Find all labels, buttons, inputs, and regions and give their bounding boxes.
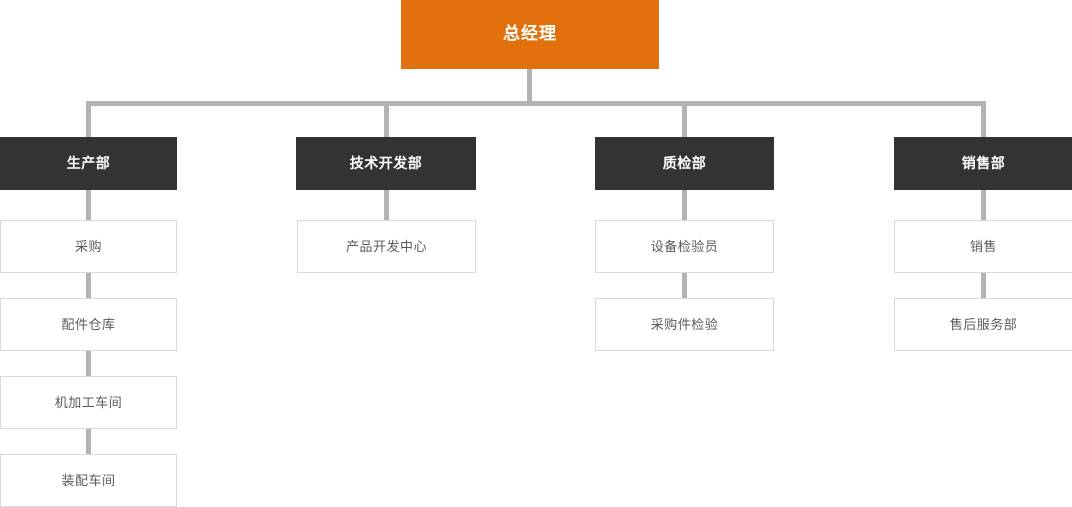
node-root-general-manager[interactable]: 总经理 — [401, 0, 659, 69]
connector-col3-seg-2 — [682, 272, 687, 300]
node-unit-label: 采购件检验 — [650, 316, 719, 332]
node-unit-product-development-center[interactable]: 产品开发中心 — [297, 220, 476, 273]
connector-drop-dept-4 — [981, 101, 986, 137]
connector-col4-seg-2 — [981, 272, 986, 300]
connector-drop-dept-3 — [682, 101, 687, 137]
connector-col2-seg-1 — [384, 190, 389, 221]
connector-col1-seg-2 — [86, 272, 91, 300]
node-unit-label: 产品开发中心 — [345, 238, 427, 254]
connector-drop-dept-1 — [86, 101, 91, 137]
node-unit-assembly-workshop[interactable]: 装配车间 — [0, 454, 177, 507]
node-department-label: 技术开发部 — [349, 155, 423, 172]
node-unit-label: 装配车间 — [61, 472, 116, 488]
connector-col3-seg-1 — [682, 190, 687, 221]
connector-col4-seg-1 — [981, 190, 986, 221]
node-unit-label: 售后服务部 — [949, 316, 1018, 332]
node-unit-purchased-parts-inspection[interactable]: 采购件检验 — [595, 298, 774, 351]
node-unit-label: 配件仓库 — [61, 316, 116, 332]
node-department-label: 销售部 — [961, 155, 1006, 172]
node-unit-sales[interactable]: 销售 — [894, 220, 1072, 273]
connector-col1-seg-1 — [86, 190, 91, 221]
node-department-label: 生产部 — [66, 155, 111, 172]
connector-horizontal-bus — [86, 101, 986, 106]
node-root-label: 总经理 — [503, 24, 557, 44]
node-department-label: 质检部 — [662, 155, 707, 172]
node-unit-after-sales-service[interactable]: 售后服务部 — [894, 298, 1072, 351]
node-unit-equipment-inspector[interactable]: 设备检验员 — [595, 220, 774, 273]
node-unit-purchasing[interactable]: 采购 — [0, 220, 177, 273]
connector-col1-seg-3 — [86, 350, 91, 378]
node-unit-parts-warehouse[interactable]: 配件仓库 — [0, 298, 177, 351]
node-unit-label: 设备检验员 — [650, 238, 719, 254]
node-unit-machining-workshop[interactable]: 机加工车间 — [0, 376, 177, 429]
connector-col1-seg-4 — [86, 428, 91, 456]
node-unit-label: 采购 — [74, 238, 102, 254]
node-department-quality-inspection[interactable]: 质检部 — [595, 137, 774, 190]
node-unit-label: 销售 — [969, 238, 997, 254]
node-department-production[interactable]: 生产部 — [0, 137, 177, 190]
node-department-sales[interactable]: 销售部 — [894, 137, 1072, 190]
node-unit-label: 机加工车间 — [54, 394, 123, 410]
connector-drop-dept-2 — [384, 101, 389, 137]
node-department-tech-development[interactable]: 技术开发部 — [296, 137, 476, 190]
connector-root-stem — [527, 69, 532, 105]
